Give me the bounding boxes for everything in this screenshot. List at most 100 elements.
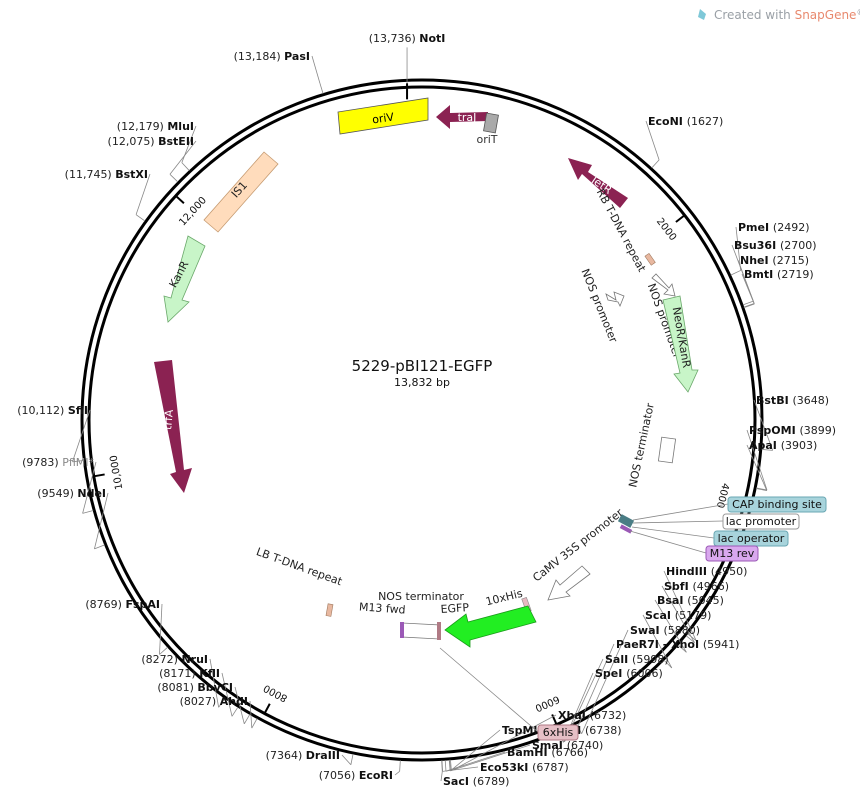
feature-label-nos-terminator-bottom: NOS terminator <box>378 590 464 603</box>
svg-text:SpeI (6006): SpeI (6006) <box>595 667 663 680</box>
cap-lac-block <box>617 514 635 528</box>
plasmid-name: 5229-pBI121-EGFP <box>352 357 493 375</box>
feature-label-oriv: oriV <box>371 110 395 126</box>
orit-block <box>483 112 499 134</box>
snapgene-logo-icon <box>698 9 706 20</box>
site-sali: SalI (5998) <box>559 653 669 743</box>
feature-orit: oriT <box>476 112 499 146</box>
svg-text:(13,736) NotI: (13,736) NotI <box>369 32 446 45</box>
neor-kanr-arrow <box>662 295 699 393</box>
lb-tdna-block <box>325 603 334 617</box>
site-bsteii: (12,075) BstEII <box>108 135 197 183</box>
svg-text:(8769) FspAI: (8769) FspAI <box>85 598 160 611</box>
site-bstxi: (11,745) BstXI <box>65 168 151 222</box>
site-pasi: (13,184) PasI <box>234 50 324 94</box>
site-pmei: PmeI (2492) <box>730 221 810 276</box>
feature-label-orit: oriT <box>476 133 497 146</box>
svg-text:lac operator: lac operator <box>718 532 785 545</box>
svg-text:PspOMI (3899): PspOMI (3899) <box>749 424 836 437</box>
boxed-label-lac-operator: lac operator <box>631 526 789 547</box>
tick-label-6000: 6000 <box>533 693 561 713</box>
nos-terminator-bottom-block <box>401 622 441 640</box>
site-ecori: (7056) EcoRI <box>319 760 401 782</box>
site-pflmi-: (9783) PflMI* <box>22 456 97 514</box>
feature-label-traj: traJ <box>458 111 477 124</box>
tick-label-10000: 10,000 <box>109 454 126 490</box>
svg-text:Created with SnapGene®: Created with SnapGene® <box>714 8 860 23</box>
rb-tdna-block <box>644 252 656 266</box>
feature-oriv: oriV <box>337 97 429 135</box>
feature-camv35s: CaMV 35S promoter <box>530 506 626 601</box>
feature-kanr: KanR <box>163 235 206 323</box>
svg-text:PmeI (2492): PmeI (2492) <box>738 221 810 234</box>
feature-lb-tdna: LB T-DNA repeat <box>254 545 345 617</box>
svg-text:Bsu36I (2700): Bsu36I (2700) <box>734 239 817 252</box>
feature-label-egfp: EGFP <box>440 601 470 616</box>
m13-fwd-block <box>400 622 404 638</box>
is1-block <box>203 151 279 233</box>
site-apai: ApaI (3903) <box>746 439 817 492</box>
site-scai: ScaI (5179) <box>642 609 711 669</box>
svg-text:(12,075) BstEII: (12,075) BstEII <box>108 135 194 148</box>
svg-text:SwaI (5880): SwaI (5880) <box>630 624 700 637</box>
feature-label-lb-tdna: LB T-DNA repeat <box>254 545 344 588</box>
kanr-arrow <box>163 235 206 323</box>
site-ahdi: (8027) AhdI <box>180 695 258 729</box>
tick-label-8000: 8000 <box>262 682 290 704</box>
site-nhei: NheI (2715) <box>737 254 809 308</box>
tick-2000 <box>675 214 686 223</box>
svg-text:(9549) NdeI: (9549) NdeI <box>37 487 106 500</box>
svg-text:(8027) AhdI: (8027) AhdI <box>180 695 248 708</box>
site-draiii: (7364) DraIII <box>266 749 354 766</box>
svg-text:BamHI (6766): BamHI (6766) <box>507 746 588 759</box>
svg-text:(8081) BbvCI: (8081) BbvCI <box>157 681 233 694</box>
tick-label-2000: 2000 <box>654 216 678 243</box>
egfp-end-block <box>437 622 441 640</box>
site-saci: SacI (6789) <box>440 760 509 788</box>
site-smai: SmaI (6740) <box>448 739 603 772</box>
svg-text:(7364) DraIII: (7364) DraIII <box>266 749 340 762</box>
feature-traj: traJ <box>436 105 488 129</box>
backbone-inner-ring <box>87 85 757 755</box>
tick-8000 <box>263 703 271 714</box>
site-xbai: XbaI (6732) <box>450 709 626 772</box>
svg-text:SalI (5998): SalI (5998) <box>605 653 669 666</box>
svg-text:(8272) NruI: (8272) NruI <box>141 653 208 666</box>
svg-text:(11,745) BstXI: (11,745) BstXI <box>65 168 148 181</box>
site-fspai: (8769) FspAI <box>85 598 168 655</box>
site-swai: SwaI (5880) <box>576 624 700 734</box>
site-bsai: BsaI (5045) <box>654 594 724 653</box>
boxed-label-lac-promoter: lac promoter <box>632 513 800 530</box>
svg-text:SacI (6789): SacI (6789) <box>443 775 509 788</box>
boxed-label-6xhis: 6xHis <box>439 647 579 741</box>
site-bmti: BmtI (2719) <box>741 268 814 309</box>
svg-text:CAP binding site: CAP binding site <box>732 498 822 511</box>
tick-12000 <box>175 195 185 204</box>
tetr-arrow <box>568 158 628 208</box>
site-sbfi: SbfI (4966) <box>661 580 729 644</box>
svg-text:(8171) KflI: (8171) KflI <box>159 667 220 680</box>
svg-text:PaeR7I - XhoI (5941): PaeR7I - XhoI (5941) <box>616 638 739 651</box>
svg-text:BsaI (5045): BsaI (5045) <box>657 594 724 607</box>
egfp-arrow <box>444 605 537 648</box>
feature-label-m13-fwd: M13 fwd <box>359 600 406 616</box>
site-nrui: (8272) NruI <box>141 653 226 708</box>
tick-6000 <box>551 714 558 725</box>
backbone <box>80 78 764 762</box>
trfa-arrow <box>154 360 192 493</box>
lac-cluster <box>617 514 635 534</box>
feature-trfa: trfA <box>154 360 192 493</box>
feature-label-10xhis: 10xHis <box>484 587 524 609</box>
feature-nos-terminator-right: NOS terminator <box>626 401 677 489</box>
nos-promoter-inner-arrow <box>605 291 625 307</box>
feature-nos-promoter-inner: NOS promoter <box>579 267 625 345</box>
feature-is1: IS1 <box>203 151 279 233</box>
feature-nos-terminator-bottom: NOS terminator M13 fwd <box>359 590 464 640</box>
oriv-block <box>337 97 429 135</box>
site-bamhi: BamHI (6766) <box>444 746 588 772</box>
site-pspomi: PspOMI (3899) <box>746 424 836 491</box>
svg-text:(7056) EcoRI: (7056) EcoRI <box>319 769 393 782</box>
svg-text:SmaI (6740): SmaI (6740) <box>532 739 603 752</box>
svg-text:(10,112) SfiI: (10,112) SfiI <box>17 404 88 417</box>
